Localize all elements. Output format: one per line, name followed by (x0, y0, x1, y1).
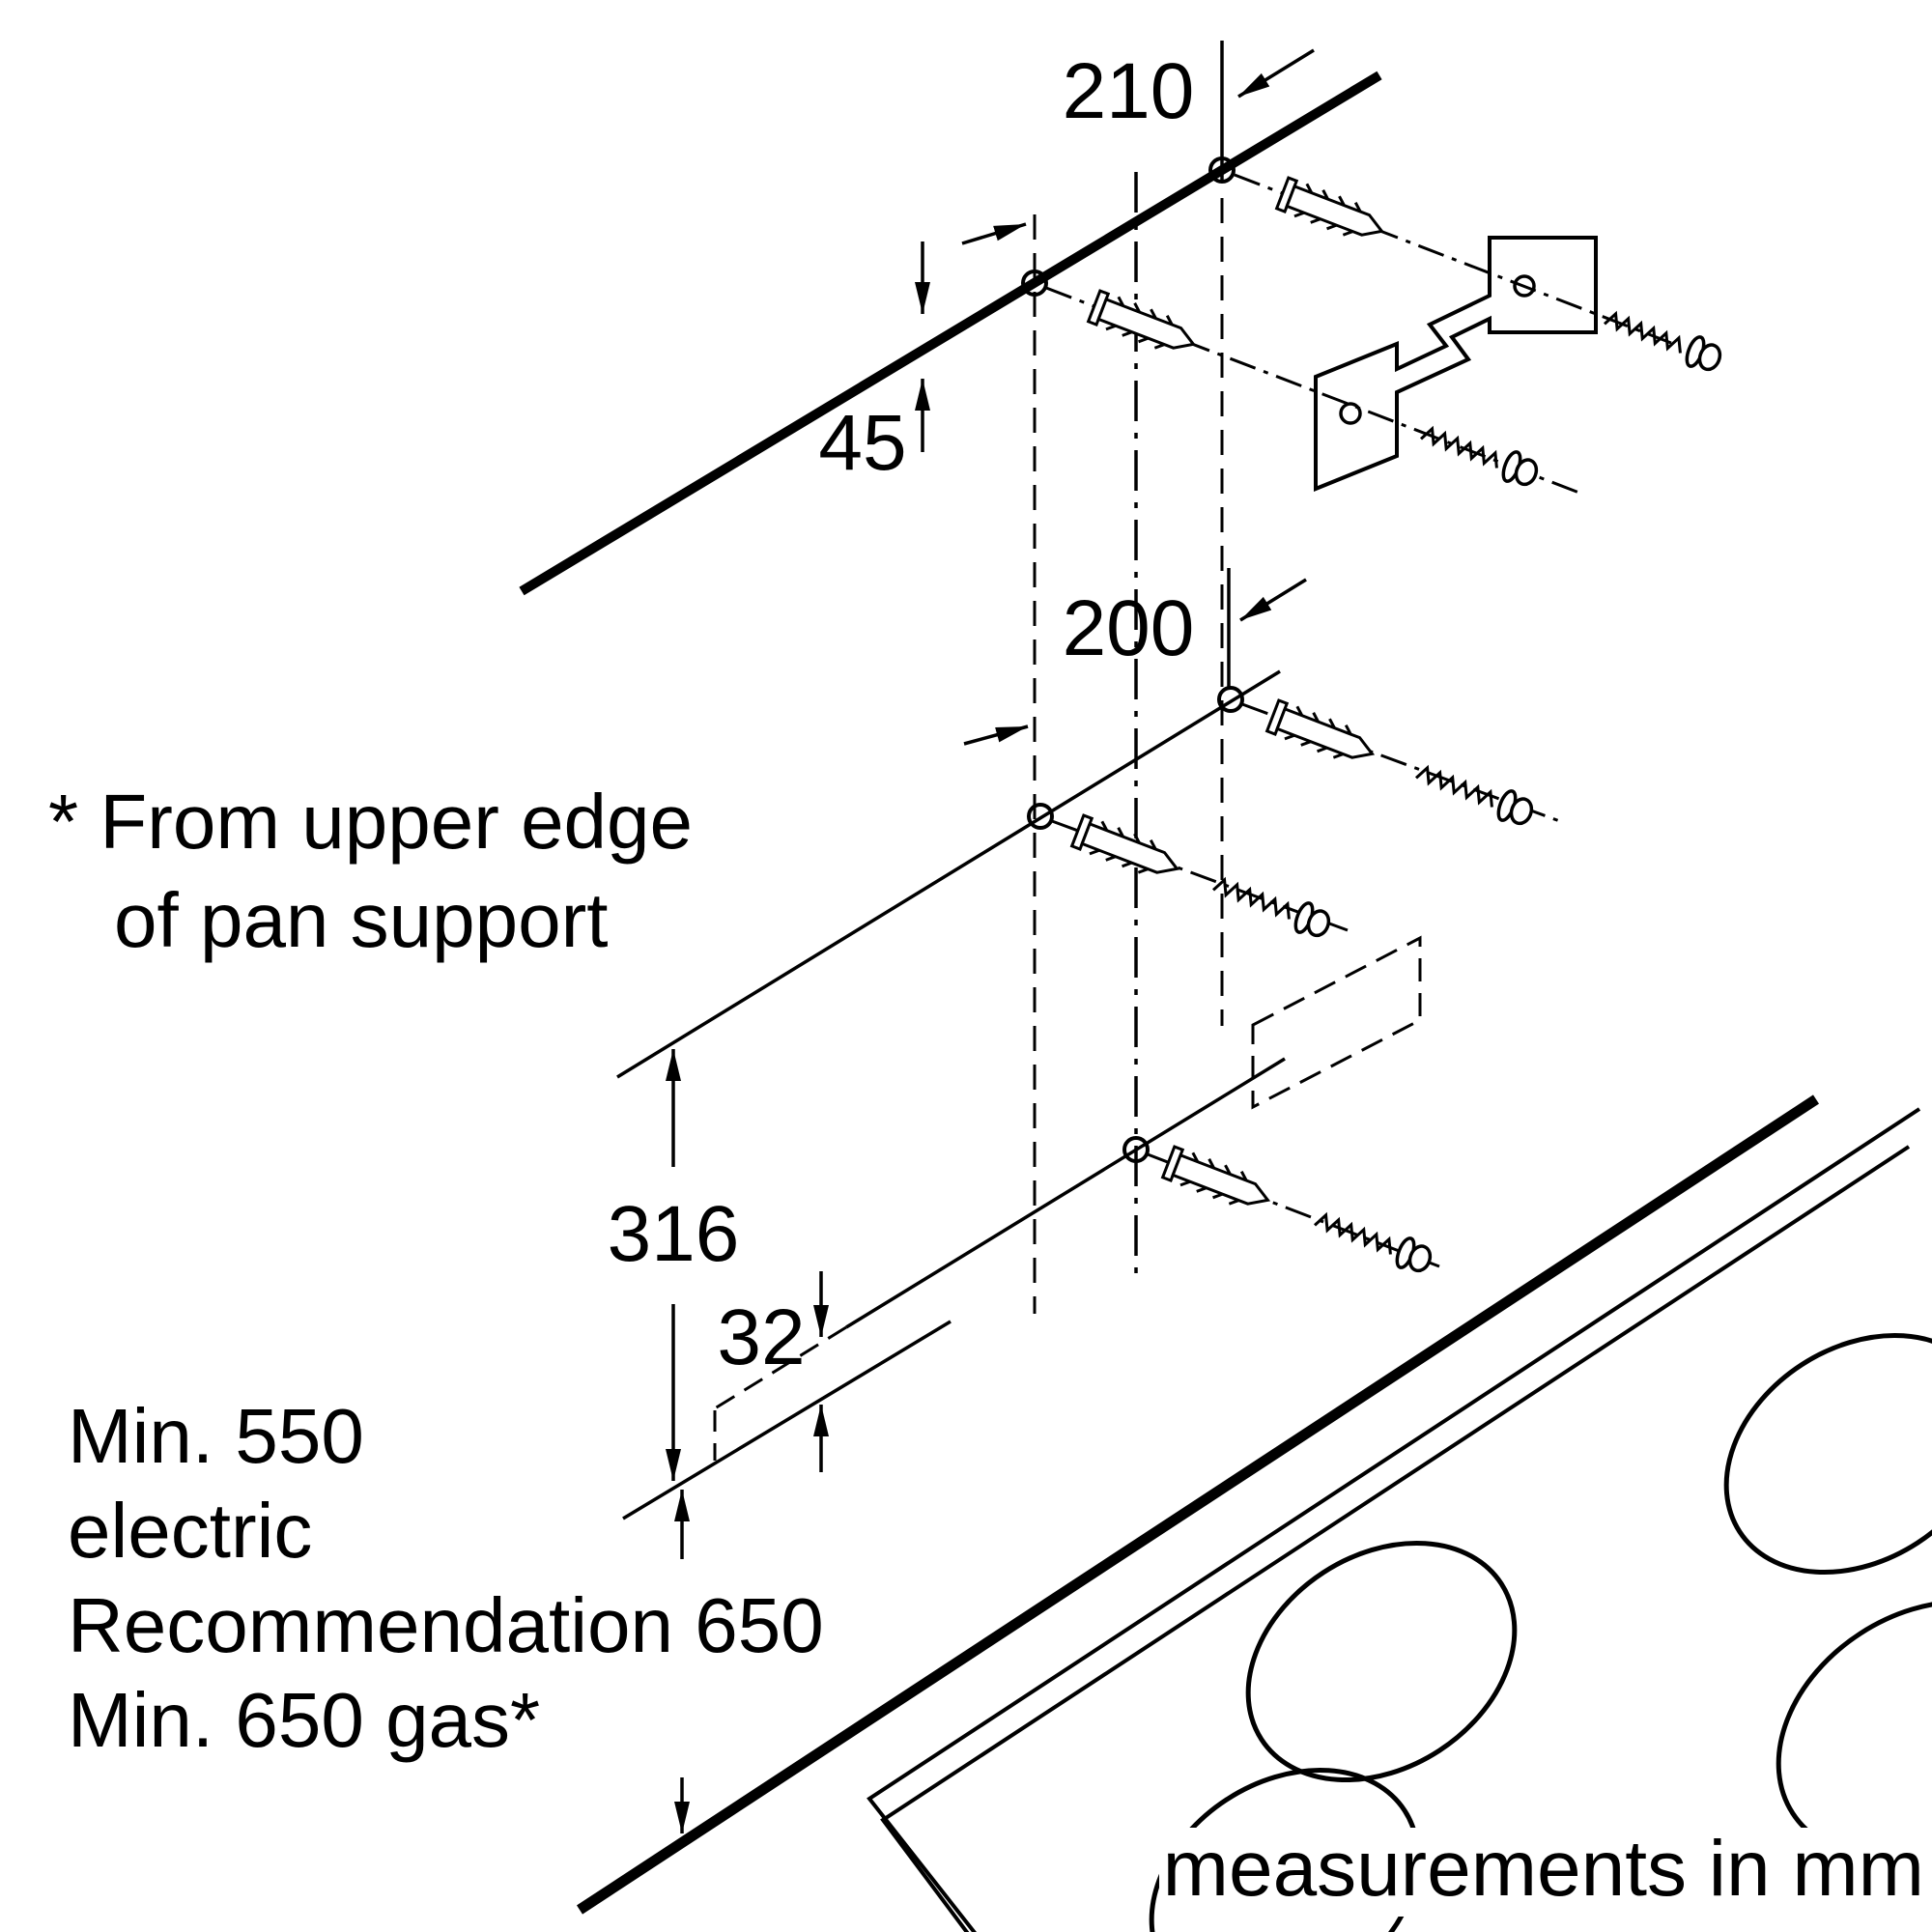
cooking-zone (1245, 1540, 1518, 1783)
units-note: measurements in mm (1163, 1825, 1924, 1913)
drill-hole (1217, 686, 1244, 713)
dim-210-label: 210 (1063, 47, 1195, 135)
pan-support-note: * From upper edge of pan support (48, 779, 693, 963)
pan-support-note-line2: of pan support (114, 877, 608, 963)
wall-plug-icon (1274, 175, 1390, 249)
screw-icon (1411, 755, 1538, 832)
drill-hole (1122, 1136, 1150, 1163)
cooktop-inner-edge (880, 1145, 1911, 1932)
bracket-hole (1513, 274, 1536, 298)
drill-hole (1027, 803, 1054, 830)
clearance-note-line4: Min. 650 gas* (68, 1677, 540, 1763)
hood-bottom-edge (622, 1320, 952, 1520)
dimension-arrow (1239, 578, 1307, 622)
dimension-arrow (1237, 48, 1315, 99)
cooking-zone (1723, 1332, 1932, 1576)
drill-holes (1021, 156, 1244, 1163)
hood-hole-line (845, 1057, 1286, 1329)
bracket-hole (1339, 402, 1362, 425)
hood-outline-hidden (1251, 935, 1422, 1110)
lower-hood-section: 316 32 (608, 1049, 1440, 1520)
mounting-bracket (1314, 236, 1598, 492)
footer-backdrop (1159, 1828, 1932, 1917)
hood-mount-line (616, 669, 1281, 1079)
pan-support-note-line1: * From upper edge (48, 779, 693, 865)
reference-lines (1033, 172, 1224, 1314)
middle-mount-section: 200 (616, 568, 1566, 1110)
dim-200-label: 200 (1063, 584, 1195, 672)
drill-hole (1021, 270, 1048, 297)
wall-edge-line (519, 71, 1382, 596)
cooktop: measurements in mm (576, 1094, 1932, 1932)
dim-45-label: 45 (818, 399, 906, 487)
dimension-arrow (961, 222, 1027, 245)
drill-hole (1208, 156, 1236, 184)
wall-plug-icon (1086, 288, 1202, 362)
screw-icon (1208, 867, 1335, 944)
dim-316-label: 316 (608, 1190, 740, 1278)
clearance-note: Min. 550 electric Recommendation 650 Min… (68, 1393, 824, 1833)
dim-32-label: 32 (717, 1293, 805, 1381)
cooktop-wall-line (576, 1094, 1820, 1915)
screw-axis-line (1234, 173, 1672, 345)
clearance-note-line3: Recommendation 650 (68, 1582, 824, 1668)
clearance-note-line2: electric (68, 1488, 312, 1574)
hidden-edge-dashed (714, 1325, 847, 1410)
wall-plug-icon (1160, 1144, 1276, 1218)
cooking-zones (1149, 1332, 1932, 1932)
cooking-zone (1776, 1599, 1932, 1860)
top-wall-section: 210 45 (519, 41, 1382, 596)
wall-plug-icon (1264, 697, 1380, 772)
top-fixing-hardware (1045, 173, 1726, 497)
screw-icon (1310, 1203, 1436, 1279)
cooking-zone (1149, 1767, 1421, 1932)
dimension-arrow (963, 724, 1029, 746)
cooktop-outer-edge (867, 1107, 1921, 1932)
clearance-note-line1: Min. 550 (68, 1393, 364, 1479)
wall-plug-icon (1069, 812, 1185, 887)
